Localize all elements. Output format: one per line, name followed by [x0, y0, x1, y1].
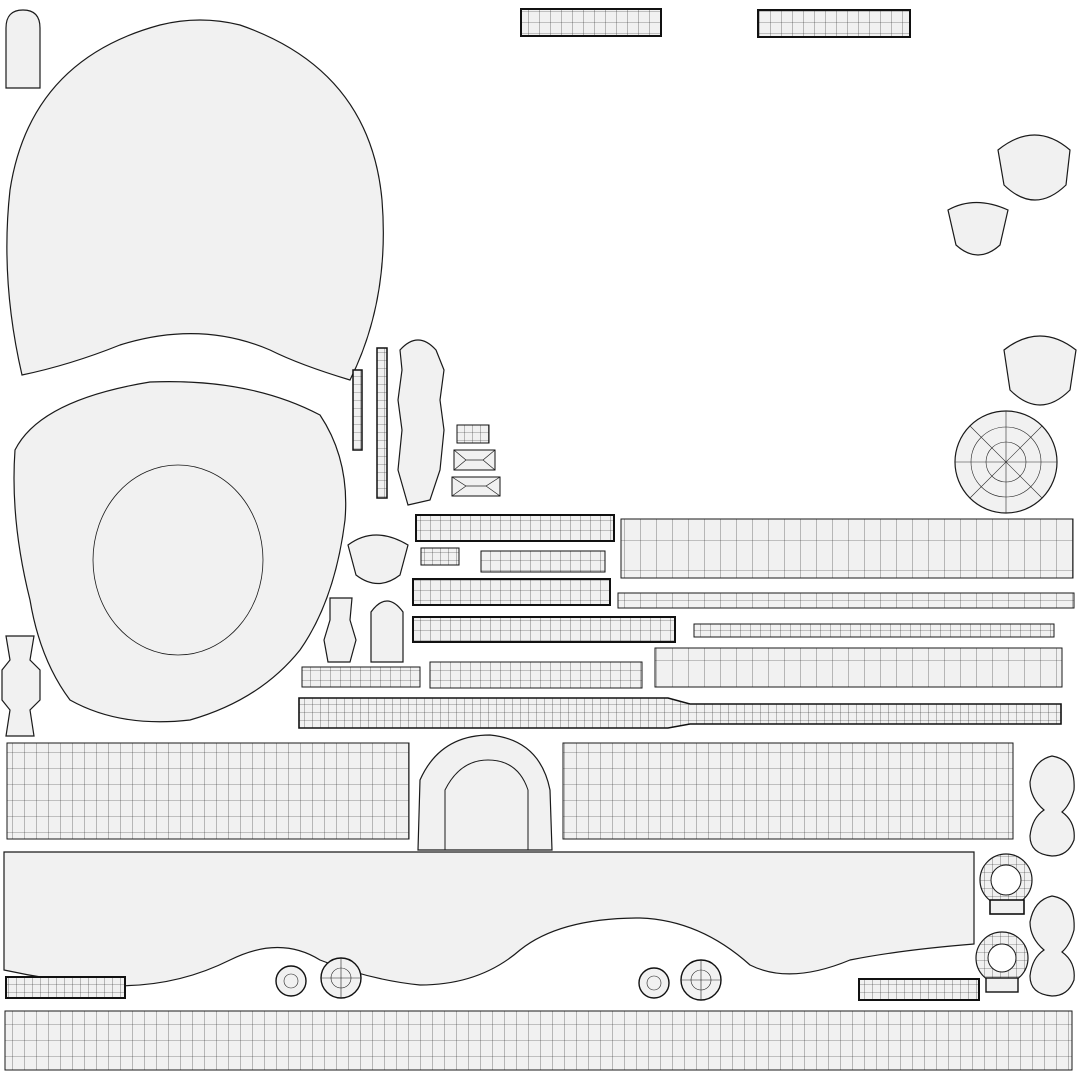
island-panel-lower-right — [562, 742, 1014, 840]
island-face — [13, 381, 347, 723]
island-capsule-column — [397, 339, 445, 506]
island-vertical-strip-1 — [352, 369, 363, 451]
island-panel-right-1 — [620, 518, 1074, 579]
island-panel-right-2 — [617, 592, 1075, 609]
island-small-block-2 — [453, 449, 496, 471]
island-small-block-1 — [456, 424, 490, 444]
island-ring-2 — [975, 931, 1029, 993]
island-central-arch — [417, 734, 553, 851]
island-cup-4 — [1003, 335, 1077, 406]
island-neck-strip — [298, 697, 1062, 729]
island-connector-left — [1, 635, 41, 737]
island-strip-top-2 — [757, 9, 911, 38]
island-radial-flower-2 — [320, 957, 362, 999]
island-capsule-right-1 — [1029, 755, 1075, 857]
island-panel-right-4 — [654, 647, 1063, 688]
island-panel-right-3 — [693, 623, 1055, 638]
island-strip-bottom-left — [5, 976, 126, 999]
island-strip-low-1 — [301, 666, 421, 688]
island-panel-lower-left — [6, 742, 410, 840]
island-strip-bottom-right — [858, 978, 980, 1001]
island-strip-mid-3 — [480, 550, 606, 573]
island-ring-1 — [979, 853, 1033, 915]
island-strip-bottom-long — [4, 1010, 1073, 1071]
island-strip-mid-4 — [412, 578, 611, 606]
island-cup-2 — [947, 201, 1009, 256]
island-cup-1 — [347, 534, 409, 585]
island-wavy-neck — [3, 851, 975, 987]
island-strip-top-1 — [520, 8, 662, 37]
island-arch-small — [5, 9, 41, 89]
island-piece-arch — [370, 600, 404, 663]
island-radial-flower-4 — [680, 959, 722, 1001]
island-strip-mid-1 — [415, 514, 615, 542]
island-strip-mid-5 — [412, 616, 676, 643]
island-capsule-right-2 — [1029, 895, 1075, 997]
island-piece-column — [323, 597, 357, 663]
island-cup-3 — [997, 134, 1071, 201]
island-dome-back — [6, 19, 384, 381]
island-radial-disc — [954, 410, 1058, 514]
island-radial-flower-1 — [275, 965, 307, 997]
island-radial-flower-3 — [638, 967, 670, 999]
island-strip-low-2 — [429, 661, 643, 689]
island-strip-mid-2 — [420, 547, 460, 566]
island-vertical-strip-2 — [376, 347, 388, 499]
island-small-block-3 — [451, 476, 501, 497]
